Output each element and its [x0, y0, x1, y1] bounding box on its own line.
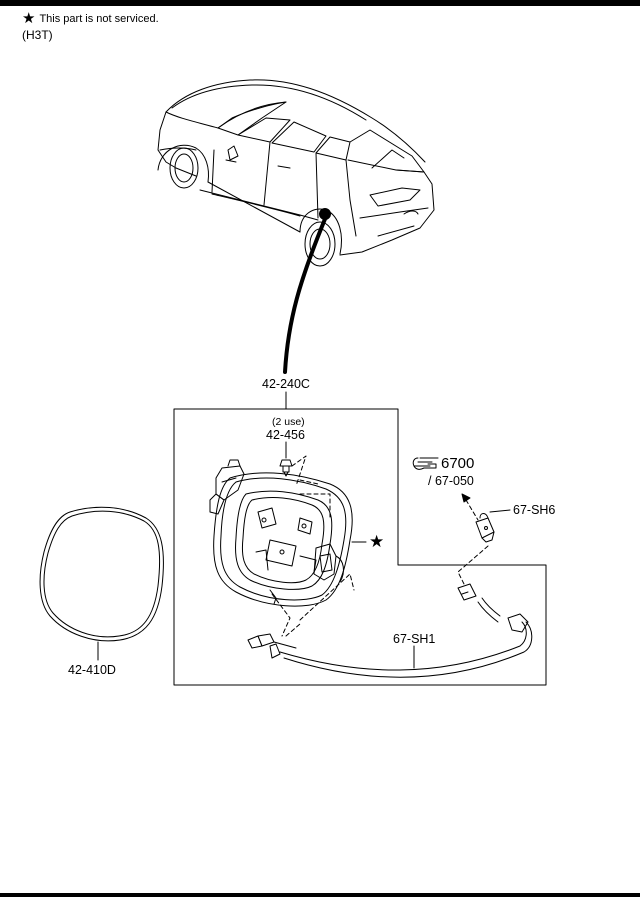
bottom-rule	[0, 893, 640, 897]
callout-screw-qty: (2 use)	[272, 416, 305, 428]
callout-67-SH1: 67-SH1	[393, 632, 436, 646]
callout-42-456: 42-456	[266, 428, 305, 442]
legend-note: ★This part is not serviced.	[22, 10, 159, 27]
callout-42-240C: 42-240C	[262, 377, 310, 391]
harness-part	[247, 583, 533, 678]
connector-part	[475, 513, 495, 543]
ref-sub-67-050: / 67-050	[428, 474, 474, 488]
connector-leader	[489, 509, 511, 513]
model-code: (H3T)	[22, 28, 53, 42]
star-icon: ★	[369, 532, 385, 551]
callout-67-SH6: 67-SH6	[513, 503, 556, 517]
ref-section-6700: 6700	[441, 455, 475, 472]
vehicle-illustration	[157, 79, 435, 267]
top-rule	[0, 0, 640, 6]
location-leader	[283, 217, 327, 374]
fuel-lid-housing	[209, 459, 353, 607]
pointing-hand-icon	[412, 457, 439, 470]
star-icon: ★	[22, 10, 36, 27]
assembly-frame	[173, 408, 547, 686]
legend-text: This part is not serviced.	[39, 13, 159, 25]
callout-42-410D: 42-410D	[68, 663, 116, 677]
lid-panel-part	[39, 506, 164, 642]
